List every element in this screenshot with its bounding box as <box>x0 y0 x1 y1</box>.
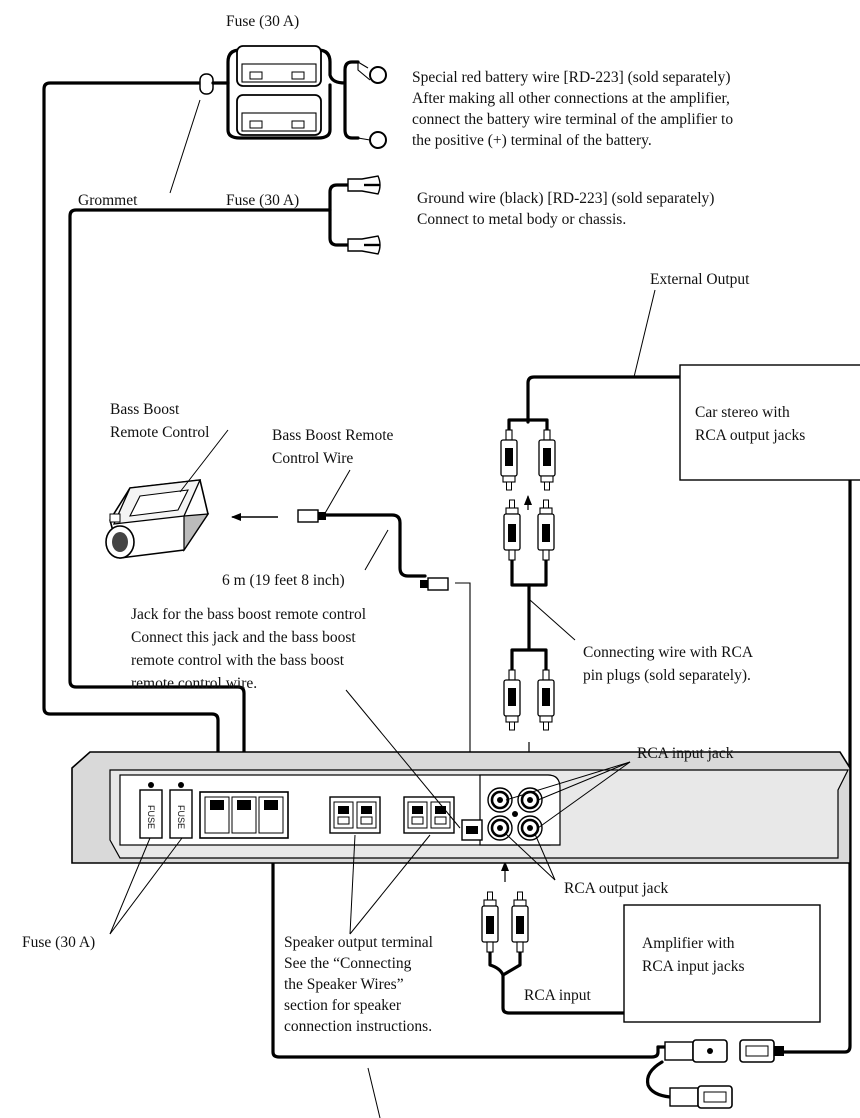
leader-lines <box>109 99 656 1118</box>
remote-control-wire <box>322 513 427 578</box>
fuse-holder-text: FUSE <box>176 805 186 829</box>
speaker-terminal-line-2: See the “Connecting <box>284 955 412 972</box>
ring-terminal-icon <box>357 61 387 149</box>
remote-jack-line-4: remote control wire. <box>131 675 257 692</box>
rca-plug-icon <box>481 429 556 953</box>
fuse-holder-text: FUSE <box>146 805 156 829</box>
fuse-mid-label: Fuse (30 A) <box>226 192 299 209</box>
battery-wire-line-2: After making all other connections at th… <box>412 90 730 107</box>
battery-wire <box>42 81 220 797</box>
connecting-wire-line-1: Connecting wire with RCA <box>583 644 754 661</box>
car-stereo-box <box>679 364 860 481</box>
external-output-label: External Output <box>650 271 750 288</box>
remote-jack-line-3: remote control with the bass boost <box>131 652 345 669</box>
amp-fuse-icon: FUSE FUSE <box>139 782 193 839</box>
amplifier-line-1: Amplifier with <box>642 935 735 952</box>
grommet-label: Grommet <box>78 192 138 209</box>
speaker-terminal-line-5: connection instructions. <box>284 1018 432 1035</box>
remote-jack-line-2: Connect this jack and the bass boost <box>131 629 356 646</box>
speaker-terminal-line-4: section for speaker <box>284 997 402 1014</box>
amp-input-wire <box>488 950 626 1015</box>
rca-input-label: RCA input <box>524 987 591 1004</box>
remote-control-line-2: Remote Control <box>110 424 209 441</box>
rca-output-jack-label: RCA output jack <box>564 880 668 897</box>
speaker-terminal-line-3: the Speaker Wires” <box>284 976 404 993</box>
wire-length-label: 6 m (19 feet 8 inch) <box>222 572 345 589</box>
fuse-top-label: Fuse (30 A) <box>226 13 299 30</box>
speaker-terminal-line-1: Speaker output terminal <box>284 934 433 951</box>
modular-plug-icon <box>297 509 449 591</box>
power-lead-wire <box>271 478 852 1099</box>
ground-terminal-icon <box>328 175 381 255</box>
ground-wire-line-2: Connect to metal body or chassis. <box>417 211 626 228</box>
battery-wire-line-4: the positive (+) terminal of the battery… <box>412 132 652 149</box>
car-stereo-line-2: RCA output jacks <box>695 427 805 444</box>
remote-control-line-1: Bass Boost <box>110 401 180 418</box>
fuse-bottom-label: Fuse (30 A) <box>22 934 95 951</box>
rca-connecting-wire <box>510 558 548 672</box>
battery-wire-line-1: Special red battery wire [RD-223] (sold … <box>412 69 731 86</box>
ground-wire <box>68 208 332 797</box>
remote-wire-line-2: Control Wire <box>272 450 353 467</box>
car-stereo-line-1: Car stereo with <box>695 404 790 421</box>
external-output-wire <box>507 375 682 432</box>
remote-control-icon <box>105 479 210 559</box>
remote-wire-line-1: Bass Boost Remote <box>272 427 394 444</box>
ground-wire-line-1: Ground wire (black) [RD-223] (sold separ… <box>417 190 714 207</box>
battery-wire-line-3: connect the battery wire terminal of the… <box>412 111 733 128</box>
connector-plug-icon <box>664 1039 784 1109</box>
rca-input-jack-label: RCA input jack <box>637 745 734 762</box>
connecting-wire-line-2: pin plugs (sold separately). <box>583 667 751 684</box>
amplifier-box <box>623 904 821 1023</box>
power-terminal-block <box>199 791 289 839</box>
rca-jack-icon <box>486 786 544 842</box>
fuse-holder-icon <box>199 45 360 140</box>
remote-jack-thin-line <box>455 582 471 820</box>
remote-jack-line-1: Jack for the bass boost remote control <box>131 606 366 623</box>
remote-jack-icon <box>461 819 483 841</box>
amplifier-line-2: RCA input jacks <box>642 958 744 975</box>
